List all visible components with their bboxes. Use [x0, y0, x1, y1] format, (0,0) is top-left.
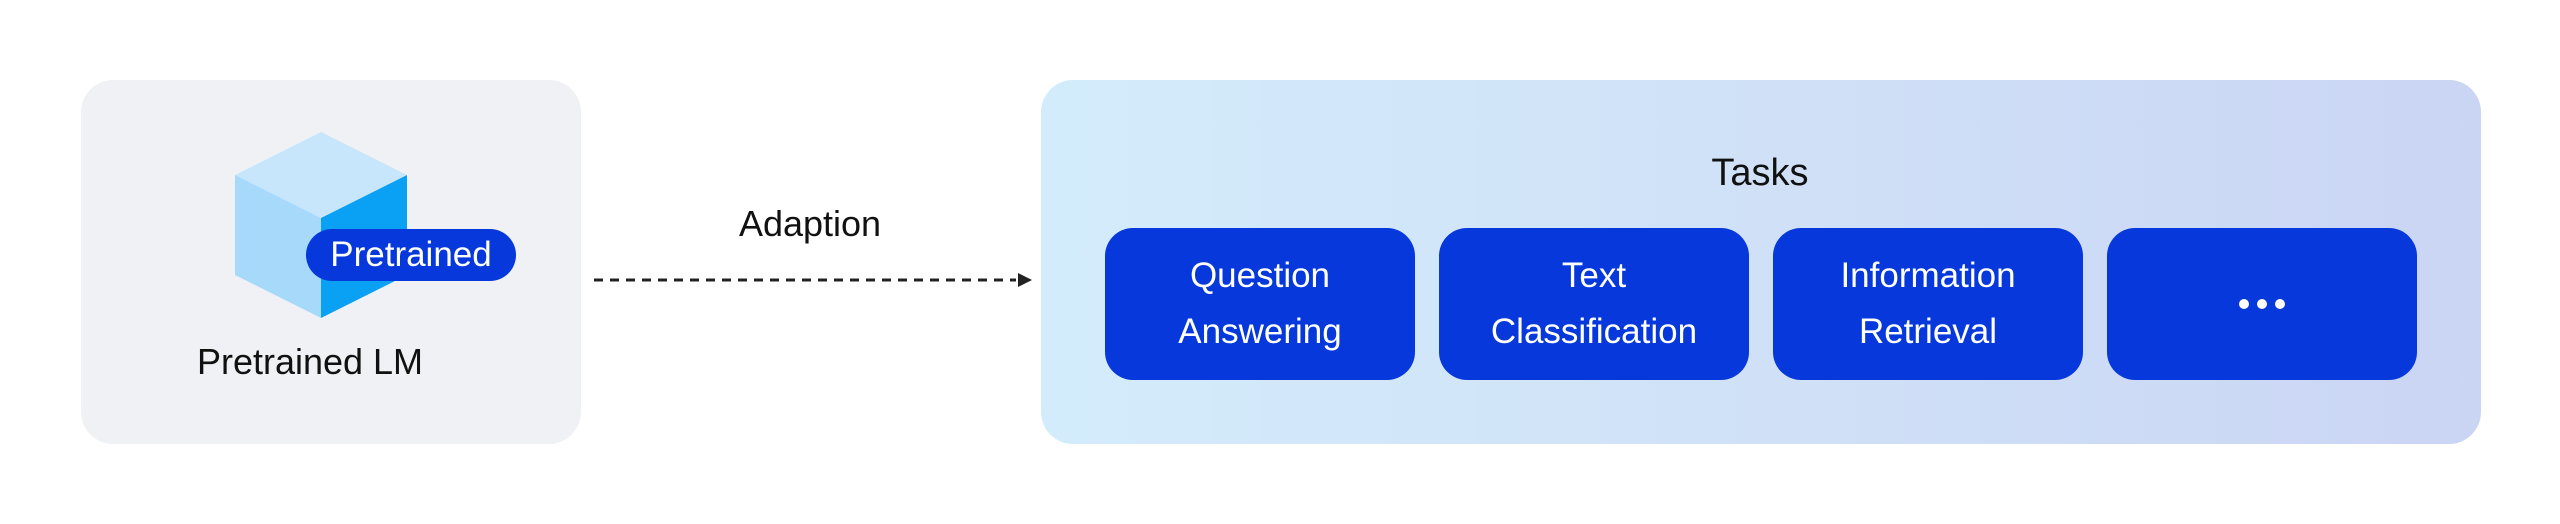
task-question-answering: Question Answering — [1105, 228, 1415, 380]
task-line-1: Question — [1189, 256, 1331, 295]
pretrained-badge: Pretrained — [306, 229, 516, 281]
task-line-1: Information — [1840, 256, 2016, 295]
task-list: Question Answering Text Classification I… — [1105, 228, 2417, 380]
task-line-2: Answering — [1178, 312, 1342, 351]
pretrained-lm-label: Pretrained LM — [196, 341, 424, 382]
task-information-retrieval: Information Retrieval — [1773, 228, 2083, 380]
task-line-2: Retrieval — [1858, 312, 1998, 351]
arrow-head — [1018, 273, 1032, 287]
ellipsis-icon — [2239, 299, 2285, 309]
dashed-arrow-icon — [594, 273, 1032, 287]
task-label: Information Retrieval — [1840, 248, 2015, 360]
ellipsis-dot — [2257, 299, 2267, 309]
ellipsis-dot — [2275, 299, 2285, 309]
task-text-classification: Text Classification — [1439, 228, 1749, 380]
cube-left-face — [235, 175, 321, 318]
ellipsis-dot — [2239, 299, 2249, 309]
task-label: Text Classification — [1491, 248, 1697, 360]
adaption-label: Adaption — [738, 203, 882, 244]
task-more — [2107, 228, 2417, 380]
task-line-1: Text — [1561, 256, 1627, 295]
task-line-2: Classification — [1490, 312, 1698, 351]
tasks-title: Tasks — [1711, 152, 1809, 194]
cube-icon — [235, 132, 407, 318]
task-label: Question Answering — [1178, 248, 1341, 360]
